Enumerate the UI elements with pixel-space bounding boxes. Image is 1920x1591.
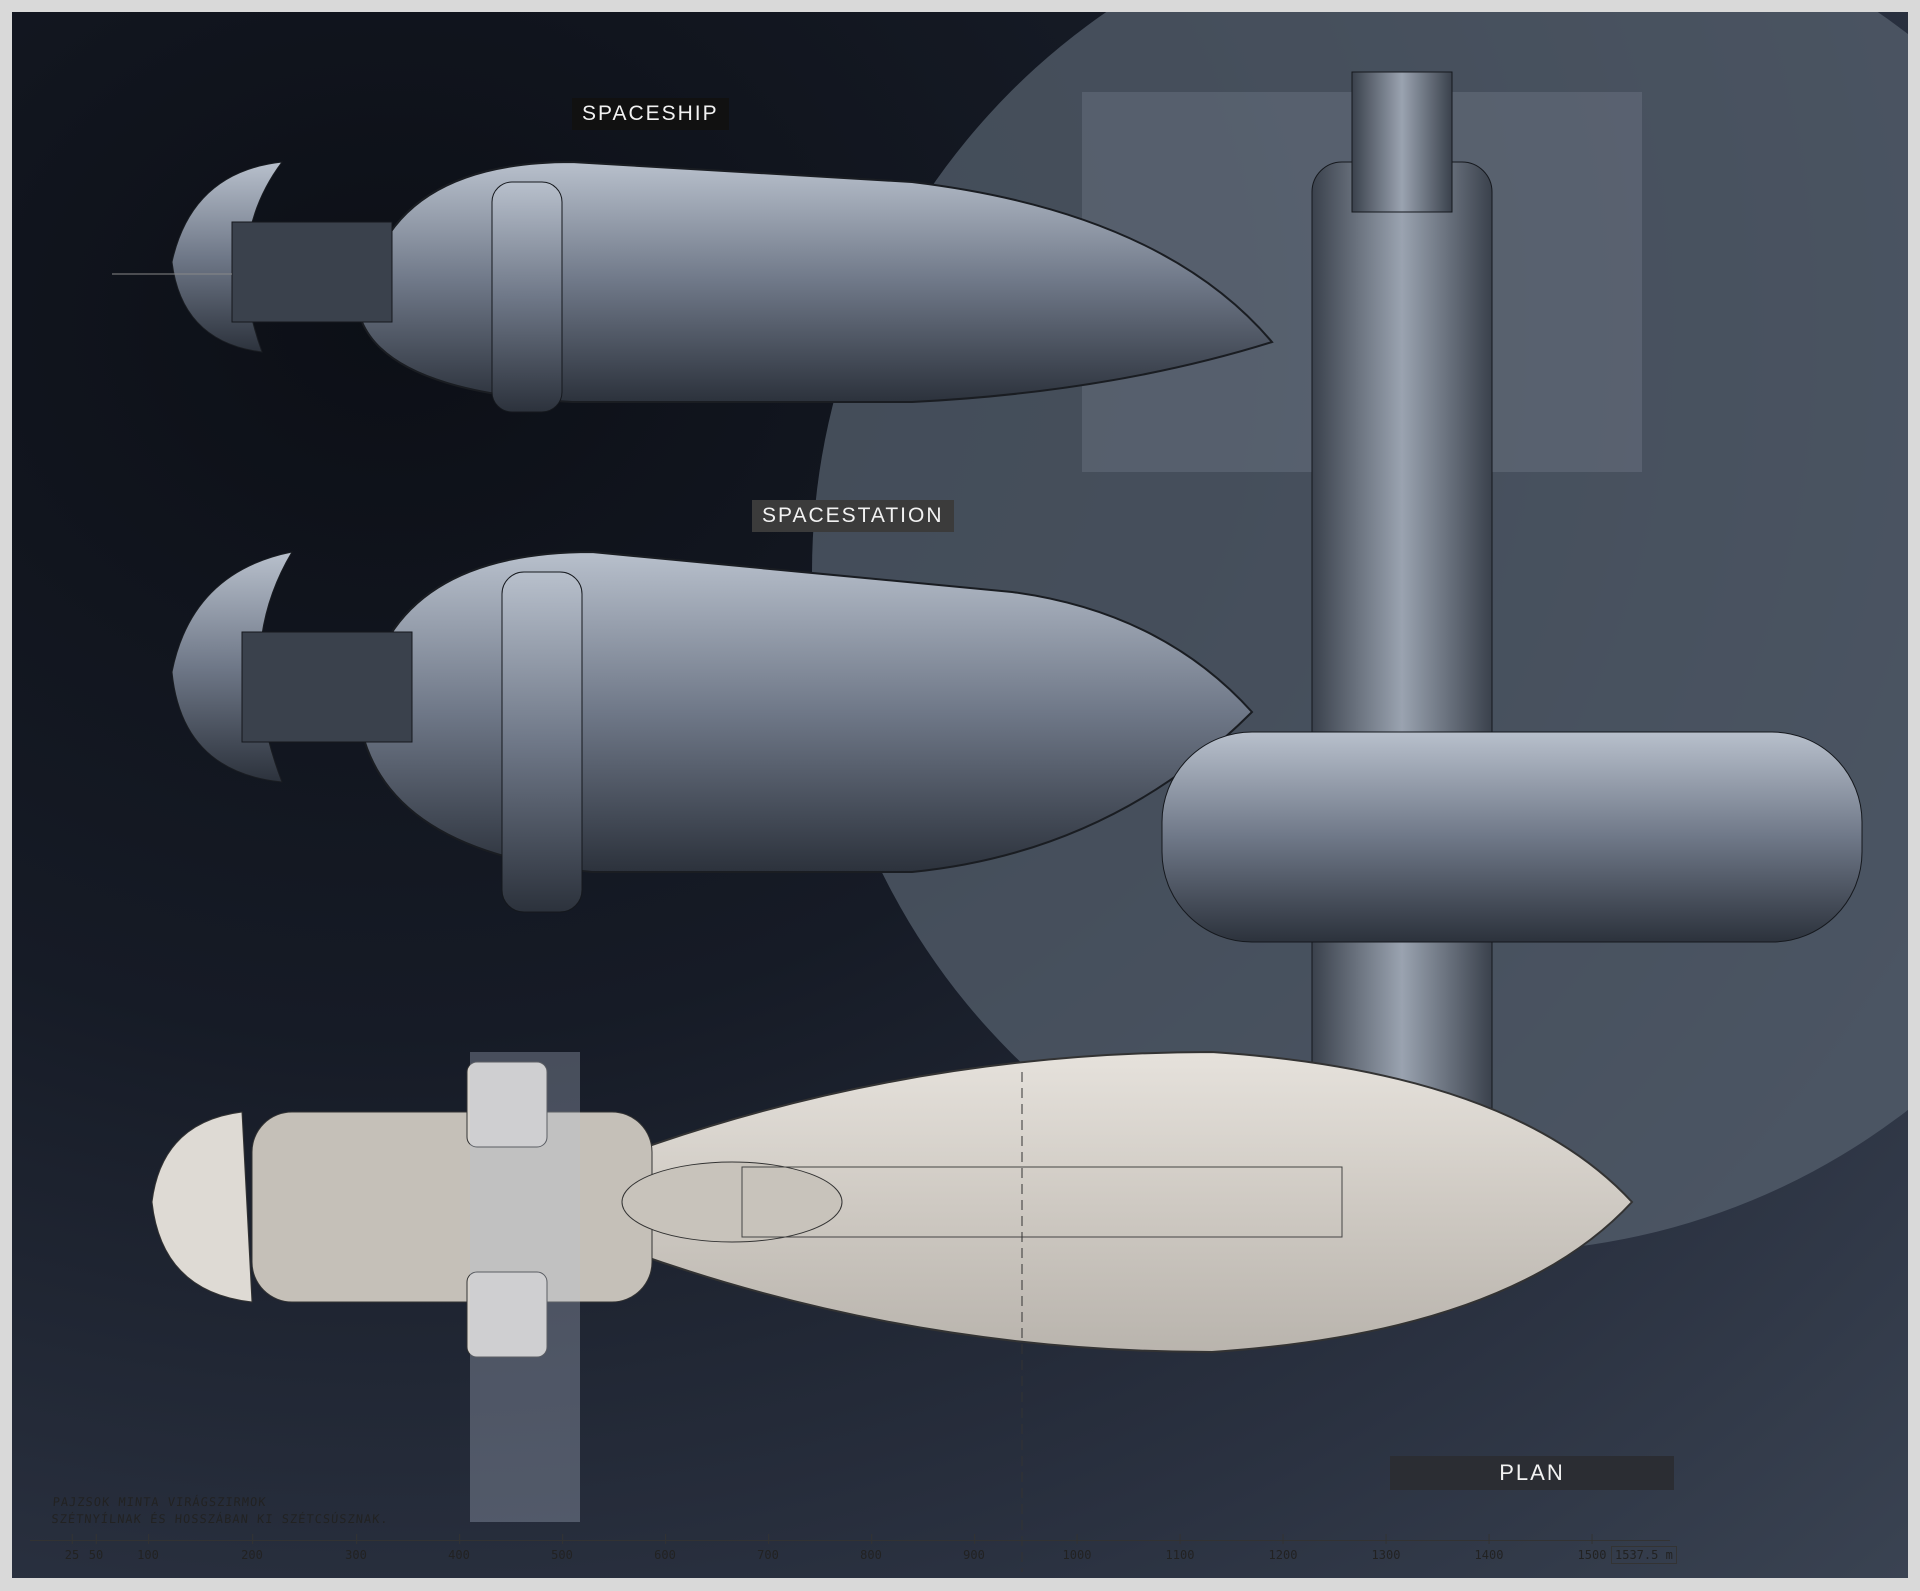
scale-tick: 1400 bbox=[1474, 1534, 1504, 1562]
scale-tick: 800 bbox=[860, 1534, 882, 1562]
artwork-canvas: SPACESHIP SPACESTATION PLAN PAJZSOK MINT… bbox=[12, 12, 1908, 1578]
scale-tick: 1500 bbox=[1577, 1534, 1607, 1562]
spacestation-drawing bbox=[171, 71, 1863, 1232]
spaceship-label: SPACESHIP bbox=[572, 98, 729, 130]
scale-bar: 25 50 100 200 300 400 500 600 700 800 90… bbox=[30, 1520, 1670, 1570]
scale-tick: 1300 bbox=[1371, 1534, 1401, 1562]
scale-tick: 1100 bbox=[1165, 1534, 1195, 1562]
scale-tick: 50 bbox=[88, 1534, 104, 1562]
plan-label: PLAN bbox=[1390, 1456, 1674, 1490]
scale-tick: 100 bbox=[137, 1534, 159, 1562]
scale-tick: 400 bbox=[448, 1534, 470, 1562]
scale-tick: 900 bbox=[963, 1534, 985, 1562]
scale-tick: 200 bbox=[241, 1534, 263, 1562]
scale-tick: 25 bbox=[64, 1534, 80, 1562]
scale-total: 1537.5 m bbox=[1611, 1546, 1677, 1564]
plan-drawing bbox=[151, 1050, 1634, 1572]
scale-tick: 600 bbox=[654, 1534, 676, 1562]
note-line: PAJZSOK MINTA VIRÁGSZIRMOK bbox=[52, 1495, 267, 1509]
scale-tick: 700 bbox=[757, 1534, 779, 1562]
scale-tick: 300 bbox=[345, 1534, 367, 1562]
spacestation-label: SPACESTATION bbox=[752, 500, 954, 532]
scale-tick: 1000 bbox=[1062, 1534, 1092, 1562]
concept-art-illustration bbox=[112, 12, 1908, 1572]
scale-tick: 1200 bbox=[1268, 1534, 1298, 1562]
spaceship-drawing bbox=[112, 160, 1274, 413]
scale-line bbox=[30, 1540, 1670, 1541]
scale-tick: 500 bbox=[551, 1534, 573, 1562]
